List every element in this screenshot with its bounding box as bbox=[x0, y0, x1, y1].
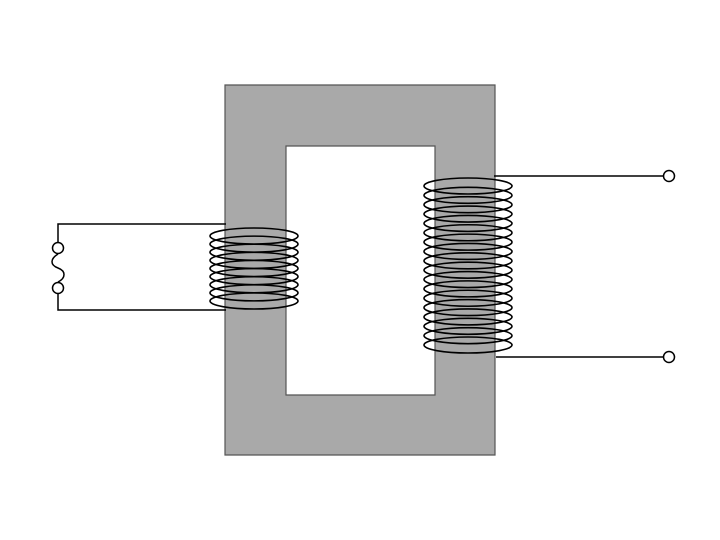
primary-terminal-top bbox=[51, 241, 65, 255]
secondary-coil-turn bbox=[423, 252, 513, 270]
secondary-coil-turn bbox=[423, 223, 513, 242]
primary-coil bbox=[209, 227, 299, 310]
secondary-coil-turn bbox=[423, 195, 513, 214]
secondary-terminal-bottom bbox=[662, 350, 676, 364]
secondary-terminal-top bbox=[662, 169, 676, 183]
secondary-coil-turn bbox=[423, 233, 513, 251]
transformer-core bbox=[224, 84, 496, 456]
secondary-coil-turn bbox=[423, 326, 513, 345]
secondary-coil-turn bbox=[423, 298, 513, 317]
secondary-coil-turn bbox=[423, 214, 513, 233]
primary-coil-turn bbox=[209, 284, 299, 302]
primary-top-lead bbox=[57, 223, 226, 242]
secondary-coil bbox=[423, 177, 513, 354]
secondary-coil-turn bbox=[423, 205, 513, 223]
secondary-coil-turn bbox=[423, 270, 513, 289]
primary-terminal-bottom bbox=[51, 281, 65, 295]
secondary-coil-turn bbox=[423, 261, 513, 279]
primary-bottom-lead bbox=[57, 293, 226, 311]
secondary-coil-turn bbox=[423, 308, 513, 326]
secondary-coil-turn bbox=[423, 242, 513, 261]
secondary-coil-turn bbox=[423, 177, 513, 195]
secondary-circuit bbox=[494, 169, 676, 364]
secondary-coil-turn bbox=[423, 289, 513, 308]
secondary-coil-turn bbox=[423, 280, 513, 298]
secondary-coil-turn bbox=[423, 186, 513, 205]
ac-source-icon bbox=[51, 253, 65, 283]
primary-circuit bbox=[51, 223, 226, 311]
primary-coil-turn bbox=[209, 292, 299, 310]
secondary-coil-turn bbox=[423, 336, 513, 354]
secondary-coil-turn bbox=[423, 317, 513, 336]
